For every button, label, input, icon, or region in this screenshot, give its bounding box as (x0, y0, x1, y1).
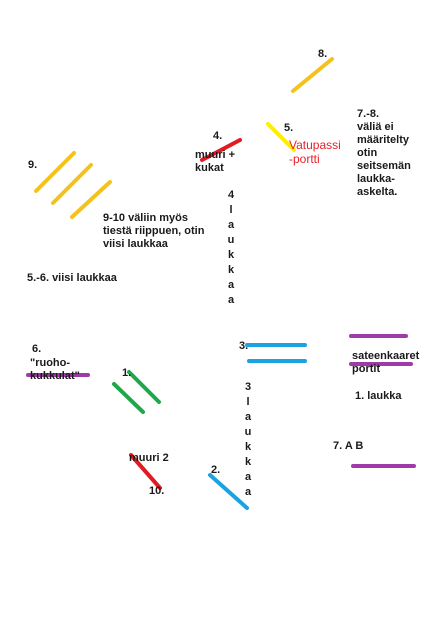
label-1-laukka: 1. laukka (355, 390, 402, 402)
obstacle-4-line (200, 138, 242, 162)
obstacle-1-line-2 (127, 370, 161, 404)
label-2: 2. (211, 464, 221, 476)
label-3: 3. (239, 340, 249, 352)
label-3-laukkaa: 3 l a u k k a a (244, 381, 252, 498)
label-4-text: muuri + kukat (195, 149, 236, 174)
obstacle-10-line (129, 453, 162, 490)
obstacle-2-line (208, 473, 249, 510)
label-6-text: "ruoho- kukkulat" (30, 357, 80, 382)
label-muuri-2: muuri 2 (129, 452, 169, 464)
obstacle-9-line-1 (34, 151, 76, 193)
label-10: 10. (149, 485, 165, 497)
obstacle-5-line (266, 122, 296, 152)
obstacle-1-line-1 (112, 382, 145, 414)
label-5-6-note: 5.-6. viisi laukkaa (27, 272, 117, 284)
label-1: 1. (122, 367, 132, 379)
label-rainbow-gates: sateenkaaret portit (352, 350, 420, 375)
obstacle-9-line-2 (51, 163, 93, 205)
label-5: 5. (284, 122, 294, 134)
label-9: 9. (28, 159, 38, 171)
label-8: 8. (318, 48, 328, 60)
obstacle-8-line (291, 57, 334, 93)
label-6: 6. (32, 343, 42, 355)
label-5-text: Vatupassi -portti (289, 138, 341, 166)
label-4-laukkaa: 4 l a u k k a a (227, 189, 235, 306)
label-7-8-note: 7.-8. väliä ei määritelty otin seitsemän… (357, 108, 411, 198)
obstacle-9-line-3 (70, 180, 112, 219)
label-7-ab: 7. A B (333, 440, 364, 452)
label-9-10-note: 9-10 väliin myös tiestä riippuen, otin v… (103, 212, 205, 250)
label-4: 4. (213, 130, 223, 142)
